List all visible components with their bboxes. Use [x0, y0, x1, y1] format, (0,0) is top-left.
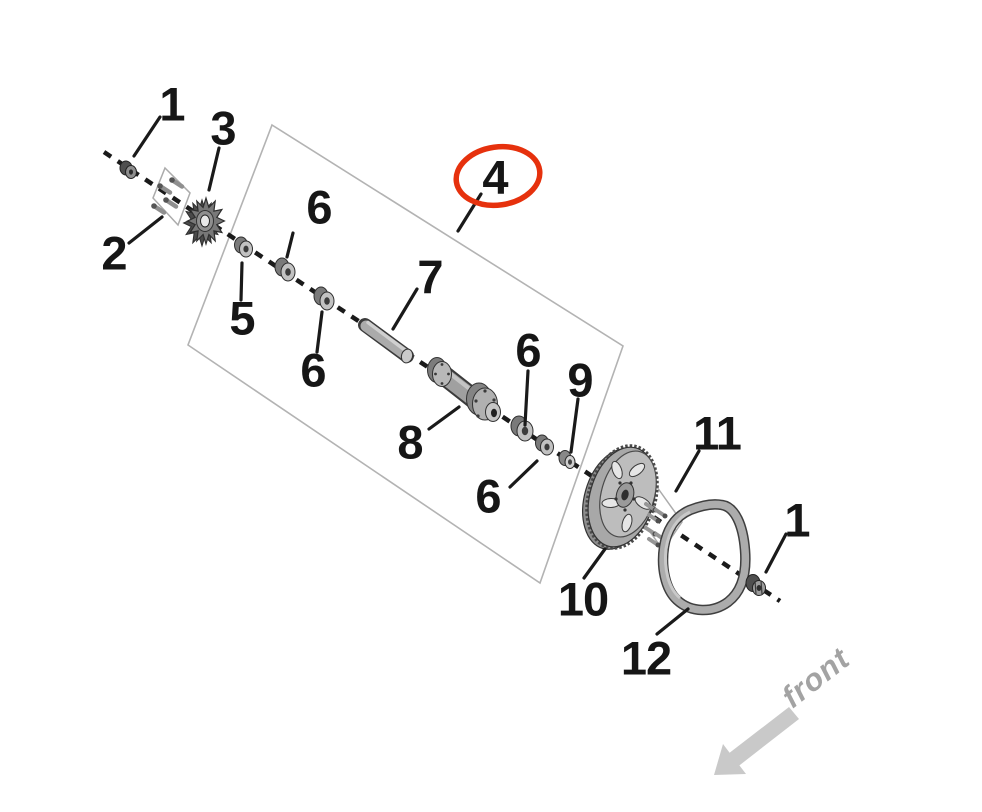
part-7-axle — [358, 318, 414, 364]
callout-11-label: 11 — [693, 406, 742, 460]
callout-6-label-c: 6 — [515, 323, 541, 377]
leader-6-a — [285, 231, 295, 259]
callout-6-label-a: 6 — [306, 180, 332, 234]
part-9-cone-nut — [558, 450, 576, 469]
leader-6-d — [508, 459, 539, 489]
callout-9-label: 9 — [567, 353, 593, 407]
callout-7-label: 7 — [417, 250, 443, 304]
leader-10 — [582, 547, 607, 580]
callout-12-label: 12 — [620, 631, 672, 685]
front-arrow-icon — [714, 707, 799, 775]
part-8-hub — [427, 357, 501, 422]
leader-12 — [655, 607, 690, 636]
leader-6-c — [523, 369, 530, 427]
part-6-washer-c — [510, 415, 534, 442]
highlight-ellipse — [453, 143, 543, 209]
callout-1-right-label: 1 — [784, 493, 810, 547]
part-2-screws — [151, 177, 185, 215]
leader-5 — [239, 261, 244, 302]
part-1-axle-nut-right — [745, 574, 766, 596]
leader-7 — [391, 287, 419, 331]
callout-leader-lines — [127, 115, 788, 636]
group-4-outline-box — [187, 123, 624, 585]
part-5-washer — [234, 236, 253, 258]
part-1-axle-nut-left — [119, 160, 137, 179]
part-6-spacer-d — [535, 434, 554, 456]
leader-1-left — [132, 115, 162, 158]
part-3-sprocket — [182, 195, 226, 248]
callout-1-left-label: 1 — [159, 77, 185, 131]
callout-3-label: 3 — [210, 101, 236, 155]
callout-6-label-b: 6 — [300, 343, 326, 397]
leader-11 — [674, 449, 701, 493]
callout-2-label: 2 — [101, 226, 127, 280]
leader-3 — [207, 146, 221, 192]
part-6-spacer-b — [313, 286, 335, 311]
leader-9 — [569, 397, 580, 454]
leader-2 — [127, 215, 164, 245]
part-12-drive-belt — [657, 499, 751, 616]
callout-4-label: 4 — [482, 150, 508, 204]
leader-8 — [427, 405, 461, 431]
callout-10-label: 10 — [557, 572, 609, 626]
hardware-box-2 — [152, 166, 191, 227]
part-6-spacer-a — [274, 257, 296, 282]
part-10-belt-pulley — [582, 444, 659, 550]
callout-8-label: 8 — [397, 415, 423, 469]
leader-1-right — [764, 532, 788, 574]
callout-5-label: 5 — [229, 291, 255, 345]
part-11-bolts — [644, 502, 668, 548]
callout-6-label-d: 6 — [475, 469, 501, 523]
leader-6-b — [315, 310, 324, 354]
